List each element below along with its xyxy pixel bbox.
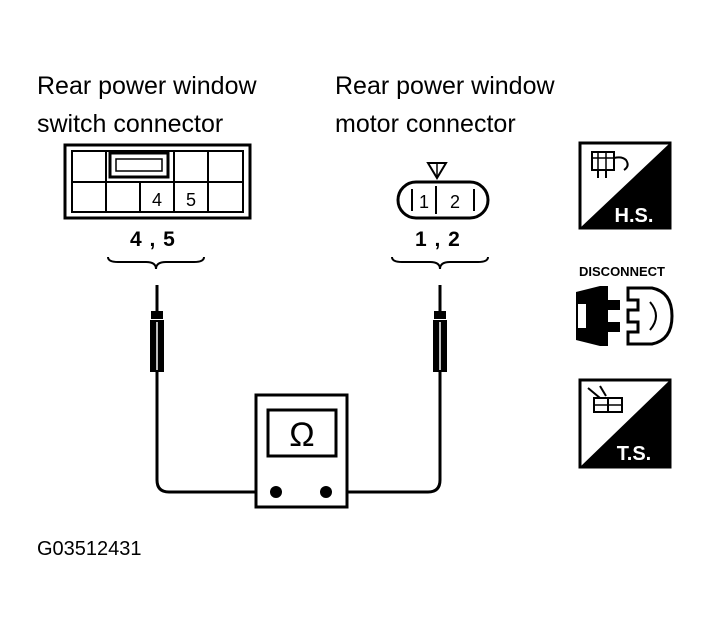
switch-connector-title-line1: Rear power window [37, 72, 257, 100]
motor-pin-1: 1 [419, 192, 429, 212]
harness-side-icon: H.S. [578, 141, 672, 230]
right-test-probe [326, 285, 447, 494]
switch-pins-label: 4 , 5 [130, 228, 176, 251]
switch-pins-brace [107, 256, 205, 270]
terminal-side-icon: T.S. [578, 378, 672, 469]
disconnect-label: DISCONNECT [579, 264, 665, 279]
ohmmeter: Ω [254, 393, 349, 509]
meter-terminal-left [270, 486, 282, 498]
motor-pins-label: 1 , 2 [415, 228, 461, 251]
left-test-probe [150, 285, 276, 494]
switch-pin-4: 4 [152, 190, 162, 210]
motor-connector-title-line1: Rear power window [335, 72, 555, 100]
motor-connector-title-line2: motor connector [335, 110, 516, 138]
motor-pins-brace [391, 256, 489, 270]
harness-side-label: H.S. [615, 205, 654, 227]
meter-terminal-right [320, 486, 332, 498]
motor-connector: 1 2 [396, 162, 490, 220]
switch-pin-5: 5 [186, 190, 196, 210]
reference-code: G03512431 [37, 538, 142, 560]
ohm-symbol: Ω [289, 416, 314, 454]
terminal-side-label: T.S. [617, 443, 651, 465]
switch-connector: 4 5 [63, 143, 252, 220]
motor-pin-2: 2 [450, 192, 460, 212]
switch-connector-title-line2: switch connector [37, 110, 224, 138]
disconnect-icon: DISCONNECT [576, 264, 674, 346]
